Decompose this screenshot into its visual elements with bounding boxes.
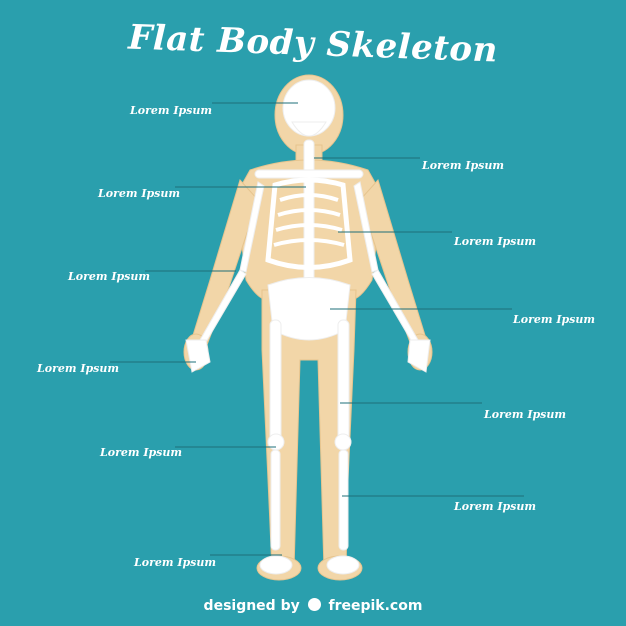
label-hand: Lorem Ipsum [37,362,120,375]
label-skull: Lorem Ipsum [130,104,213,117]
label-sternum: Lorem Ipsum [98,187,181,200]
freepik-logo-icon [307,598,321,611]
label-pelvis: Lorem Ipsum [513,313,596,326]
label-spine: Lorem Ipsum [422,159,505,172]
label-knee: Lorem Ipsum [100,446,183,459]
label-tibia: Lorem Ipsum [454,500,537,513]
label-humerus: Lorem Ipsum [68,270,151,283]
credit-brand[interactable]: freepik.com [328,598,423,614]
leader-lines [110,102,524,556]
credit-prefix: designed by [203,598,300,614]
label-foot: Lorem Ipsum [134,556,217,569]
credit: designed by freepik.com [0,598,626,614]
label-femur: Lorem Ipsum [484,408,567,421]
bones [185,79,431,575]
label-ribs: Lorem Ipsum [454,235,537,248]
